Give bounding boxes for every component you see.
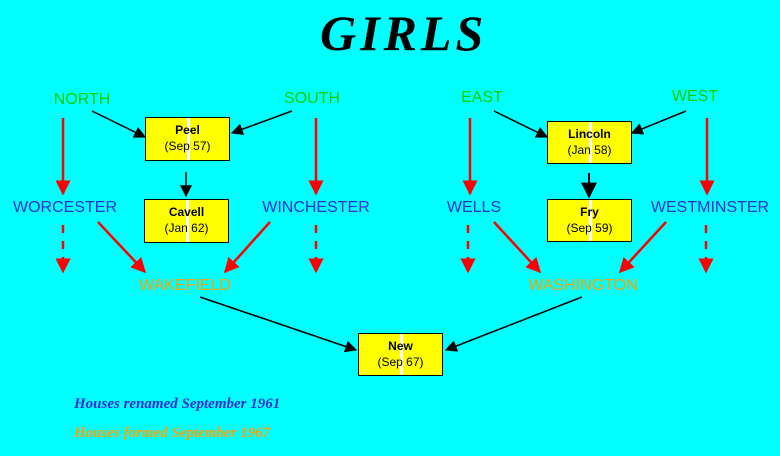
house-west: WEST bbox=[671, 88, 719, 105]
box-peel-name: Peel bbox=[175, 123, 200, 137]
box-fry-name: Fry bbox=[580, 205, 599, 219]
arrow-wells-to-washington bbox=[493, 221, 542, 274]
page-title: GIRLS bbox=[320, 5, 488, 61]
box-peel-date: (Sep 57) bbox=[164, 139, 211, 153]
house-washington: WASHINGTON bbox=[528, 277, 638, 294]
box-new: New (Sep 67) bbox=[358, 333, 443, 376]
arrow-winchester-to-wakefield bbox=[223, 221, 271, 274]
arrow-wakefield-to-new bbox=[199, 296, 358, 353]
box-cavell-date: (Jan 62) bbox=[164, 221, 209, 235]
box-new-date: (Sep 67) bbox=[377, 355, 424, 369]
house-south: SOUTH bbox=[284, 90, 340, 107]
box-stripe bbox=[186, 118, 190, 160]
box-peel: Peel (Sep 57) bbox=[145, 117, 230, 161]
arrow-worcester-to-wakefield bbox=[97, 221, 147, 274]
box-stripe bbox=[588, 122, 592, 163]
house-wakefield: WAKEFIELD bbox=[139, 277, 231, 294]
legend-formed: Houses formed September 1967 bbox=[74, 425, 271, 441]
house-worcester: WORCESTER bbox=[13, 199, 117, 216]
box-stripe bbox=[588, 200, 592, 241]
box-lincoln-name: Lincoln bbox=[568, 127, 611, 141]
house-westminster: WESTMINSTER bbox=[650, 199, 770, 216]
box-cavell-name: Cavell bbox=[168, 205, 205, 219]
arrow-north-to-peel bbox=[91, 110, 147, 138]
box-new-name: New bbox=[388, 339, 413, 353]
house-north: NORTH bbox=[53, 91, 111, 108]
arrow-west-to-lincoln bbox=[630, 110, 687, 135]
box-cavell: Cavell (Jan 62) bbox=[144, 199, 229, 243]
house-wells: WELLS bbox=[446, 199, 502, 216]
house-east: EAST bbox=[461, 89, 503, 106]
box-lincoln: Lincoln (Jan 58) bbox=[547, 121, 632, 164]
arrow-east-to-lincoln bbox=[493, 110, 549, 138]
arrow-washington-to-new bbox=[444, 296, 583, 352]
box-fry-date: (Sep 59) bbox=[566, 221, 613, 235]
box-fry: Fry (Sep 59) bbox=[547, 199, 632, 242]
legend-renamed: Houses renamed September 1961 bbox=[74, 396, 281, 412]
arrow-south-to-peel bbox=[230, 110, 293, 135]
box-lincoln-date: (Jan 58) bbox=[567, 143, 612, 157]
house-winchester: WINCHESTER bbox=[262, 199, 370, 216]
box-stripe bbox=[185, 200, 189, 242]
box-stripe bbox=[399, 334, 403, 375]
arrow-westminster-to-washington bbox=[618, 221, 667, 274]
